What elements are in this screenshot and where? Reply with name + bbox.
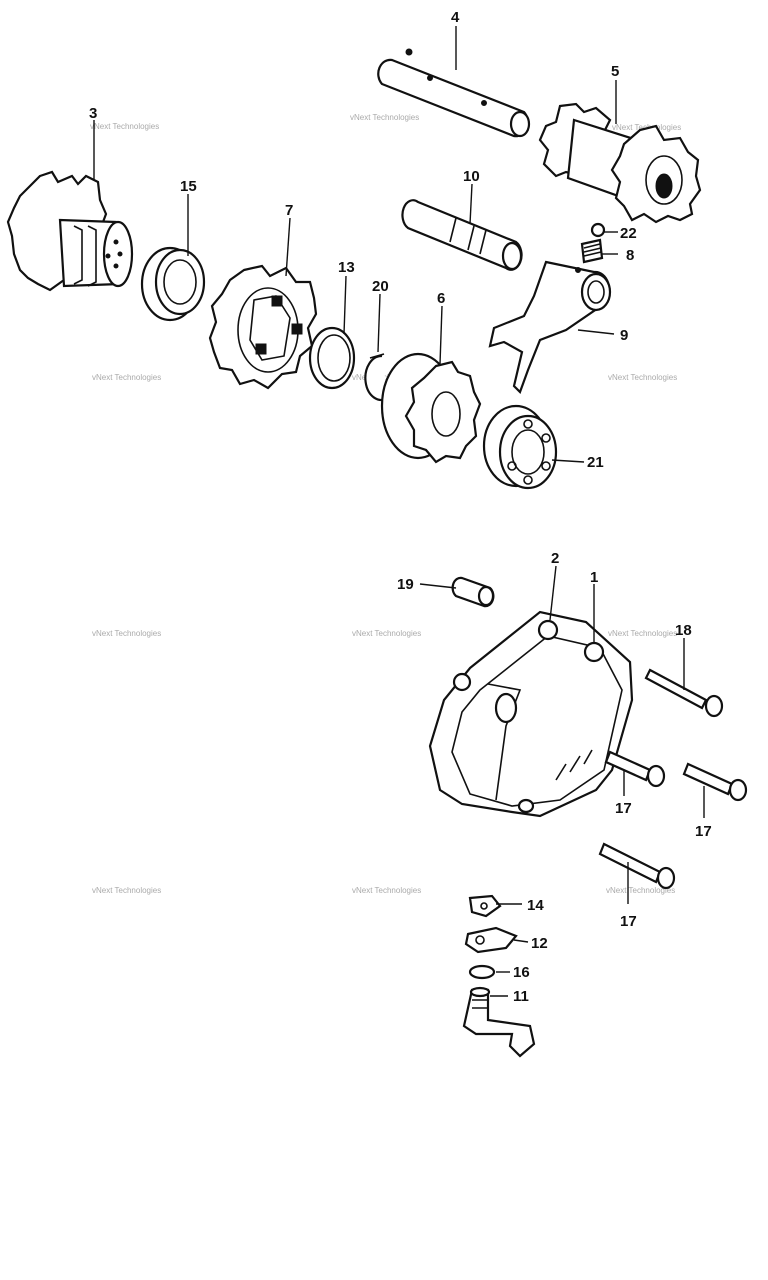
part-13-washer [308,326,356,390]
callout-2: 2 [551,550,559,567]
leader-lines [93,26,705,997]
part-1-side-cover [428,610,634,818]
callout-17c: 17 [620,913,637,930]
callout-6: 6 [437,290,445,307]
watermark-6: vNext Technologies [608,373,677,382]
part-17-bolt-c [598,842,676,890]
callout-8: 8 [626,247,634,264]
watermark-11: vNext Technologies [352,886,421,895]
watermark-1: vNext Technologies [90,122,159,131]
callout-7: 7 [285,202,293,219]
part-3-sprocket [6,170,134,292]
part-19-dowel [451,576,495,608]
callout-labels: 4 5 3 15 10 7 22 8 13 20 6 9 21 19 2 1 1… [89,9,712,1005]
callout-17a: 17 [615,800,632,817]
part-18-bolt [644,668,724,718]
part-15-oil-seal [140,246,206,322]
part-22-ball [590,222,606,238]
watermark-10: vNext Technologies [92,886,161,895]
callout-9: 9 [620,327,628,344]
callout-3: 3 [89,105,97,122]
part-6-gear [380,352,482,464]
part-7-gear [208,264,318,390]
callout-1: 1 [590,569,598,586]
callout-11: 11 [513,988,529,1005]
callout-18: 18 [675,622,692,639]
watermark-2: vNext Technologies [350,113,419,122]
watermark-8: vNext Technologies [352,629,421,638]
callout-12: 12 [531,935,548,952]
callout-16: 16 [513,964,530,981]
callout-19: 19 [397,576,414,593]
callout-13: 13 [338,259,355,276]
callout-21: 21 [587,454,604,471]
watermark-9: vNext Technologies [608,629,677,638]
callout-10: 10 [463,168,480,185]
part-8-spring [580,238,604,264]
callout-17b: 17 [695,823,712,840]
callout-15: 15 [180,178,197,195]
callout-14: 14 [527,897,544,914]
part-4-shaft [377,48,531,138]
part-17-bolt-b [682,762,748,802]
part-10-pin [401,199,523,271]
part-5-double-gear [538,102,702,224]
part-14-plate [468,894,502,918]
part-20-circlip [364,353,389,402]
part-17-bolt-a [604,750,666,788]
part-9-shift-fork [488,260,612,394]
watermark-4: vNext Technologies [92,373,161,382]
part-11-spindle [462,986,536,1058]
watermark-7: vNext Technologies [92,629,161,638]
callout-20: 20 [372,278,389,295]
part-12-plate [464,926,518,954]
callout-22: 22 [620,225,637,242]
part-16-o-ring [468,964,496,980]
part-21-bearing [482,404,558,490]
callout-4: 4 [451,9,460,26]
callout-5: 5 [611,63,619,80]
watermark-12: vNext Technologies [606,886,675,895]
